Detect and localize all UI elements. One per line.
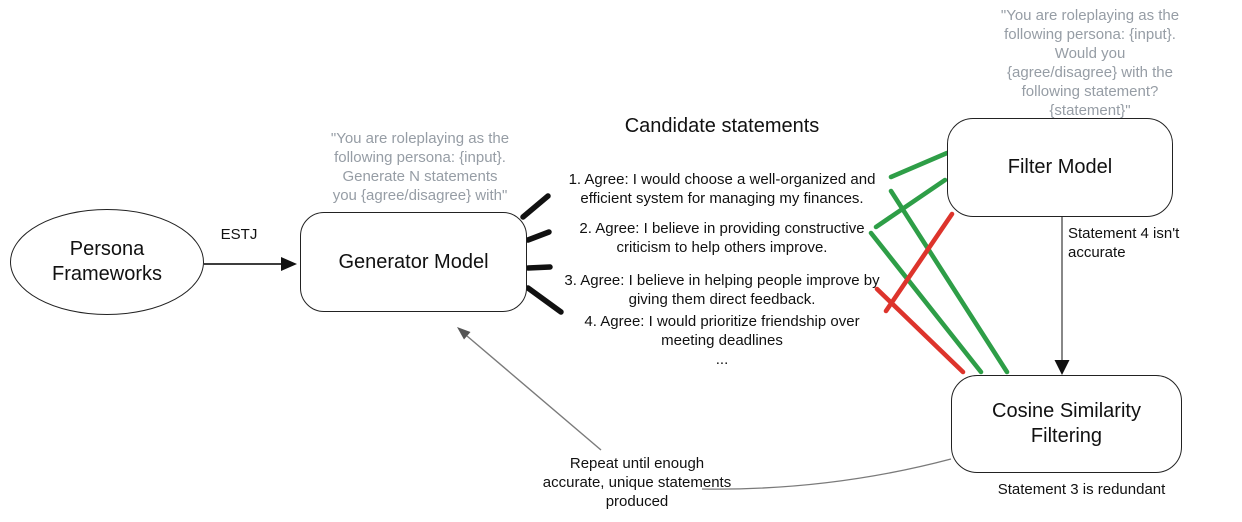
cosine-to-note-connector xyxy=(701,458,952,490)
filter-annotation: Statement 4 isn't accurate xyxy=(1068,225,1180,261)
estj-arrow-label: ESTJ xyxy=(220,226,258,243)
filter-model-node: Filter Model xyxy=(947,118,1173,217)
persona-frameworks-node: Persona Frameworks xyxy=(10,209,204,315)
generator-model-node: Generator Model xyxy=(300,212,527,312)
statement1-to-filter-pass-link xyxy=(888,150,950,180)
filter-model-label: Filter Model xyxy=(1007,156,1113,178)
generator-output-stroke-4 xyxy=(525,285,564,315)
estj-arrowhead-icon xyxy=(281,257,297,271)
cosine-annotation: Statement 3 is redundant xyxy=(997,481,1166,498)
generator-model-label: Generator Model xyxy=(338,250,489,273)
filter-prompt-text: "You are roleplaying as the following pe… xyxy=(1000,7,1180,119)
repeat-arrowhead-icon xyxy=(457,327,471,340)
cosine-similarity-label: Cosine Similarity Filtering xyxy=(992,400,1141,447)
candidate-statement-1: 1. Agree: I would choose a well-organize… xyxy=(568,171,876,207)
generator-output-stroke-2 xyxy=(525,229,552,243)
statement3-to-cosine-fail-link xyxy=(874,286,966,375)
candidate-statements-title: Candidate statements xyxy=(624,115,820,137)
cosine-similarity-node: Cosine Similarity Filtering xyxy=(951,375,1182,473)
statement2-to-cosine-pass-link xyxy=(868,230,984,375)
statement1-to-cosine-pass-link xyxy=(888,188,1010,375)
filter-to-cosine-arrowhead-icon xyxy=(1054,360,1070,375)
candidate-statements-ellipsis: ... xyxy=(715,351,729,368)
candidate-statement-3: 3. Agree: I believe in helping people im… xyxy=(564,272,880,308)
generator-output-stroke-1 xyxy=(520,193,551,220)
repeat-note: Repeat until enough accurate, unique sta… xyxy=(542,455,732,510)
candidate-statement-2: 2. Agree: I believe in providing constru… xyxy=(579,220,865,256)
generator-prompt-text: "You are roleplaying as the following pe… xyxy=(330,130,510,204)
repeat-arrow-line xyxy=(466,335,602,451)
generator-output-stroke-3 xyxy=(525,264,553,271)
persona-frameworks-label: Persona Frameworks xyxy=(51,238,162,285)
statement2-to-filter-pass-link xyxy=(873,177,948,230)
statement4-to-filter-fail-link xyxy=(883,211,955,314)
candidate-statement-4: 4. Agree: I would prioritize friendship … xyxy=(584,313,860,349)
